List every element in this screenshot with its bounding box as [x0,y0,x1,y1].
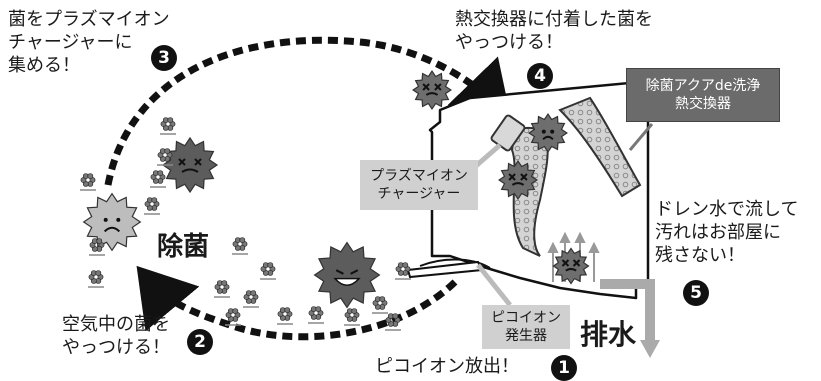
sterilize-label: 除菌 [157,232,210,262]
pico-ion-icon [88,270,104,288]
pico-ion-icon [372,296,388,314]
germ-icon [528,113,568,153]
step-number-4: 4 [527,63,553,89]
ac-front-panel [419,258,491,269]
step-number-1: 1 [551,355,577,381]
pico-ion-icon [150,170,166,188]
germ-icon [313,241,381,309]
callout-step4: 熱交換器に付着した菌を やっつける！ [455,9,653,53]
drain-label: 排水 [580,318,637,351]
heat-exchanger-label: 除菌アクアde洗浄 熱交換器 [626,68,780,122]
pico-ion-icon [344,308,360,326]
pico-ion-icon [80,173,96,191]
pico-ion-icon [157,148,173,166]
step-number-5: 5 [683,280,709,306]
pico-ion-icon [89,238,105,256]
loop-arrow-bottom [136,265,458,341]
step-number-3: 3 [151,45,177,71]
callout-step3: 菌をプラズマイオン チャージャーに 集める！ [8,9,170,76]
heat-exchanger-right [558,96,642,198]
pico-ion-icon [232,237,248,255]
germ-icon [552,247,590,285]
callout-step1: ピコイオン放出！ [375,356,519,377]
callout-step5: ドレン水で流して 汚れはお部屋に 残さない！ [655,199,799,266]
pico-ion-icon [277,307,293,325]
step-number-2: 2 [187,329,213,355]
pico-generator-label: ピコイオン 発生器 [482,305,570,349]
pico-ion-icon [385,313,401,331]
pico-ion-icon [144,197,160,215]
louver [406,260,484,279]
callout-step2: 空気中の菌を やっつける！ [62,314,170,358]
pico-ion-icon [395,262,411,280]
pico-ion-icon [243,290,259,308]
pico-ion-icon [160,117,176,135]
pico-ion-icon [225,308,241,326]
loop-arrow-top [104,36,512,186]
pico-pointer [476,263,512,307]
hx-pointer [628,123,654,151]
pico-ion-icon [308,306,324,324]
pico-ion-icon [260,262,276,280]
germ-icon [412,70,452,110]
pico-ion-icon [214,280,230,298]
plasma-charger-label: プラズマイオン チャージャー [360,160,478,210]
drain-arrow [600,279,655,345]
germ-icon [82,192,142,252]
germ-icon [161,136,219,194]
germ-icon [498,160,538,200]
